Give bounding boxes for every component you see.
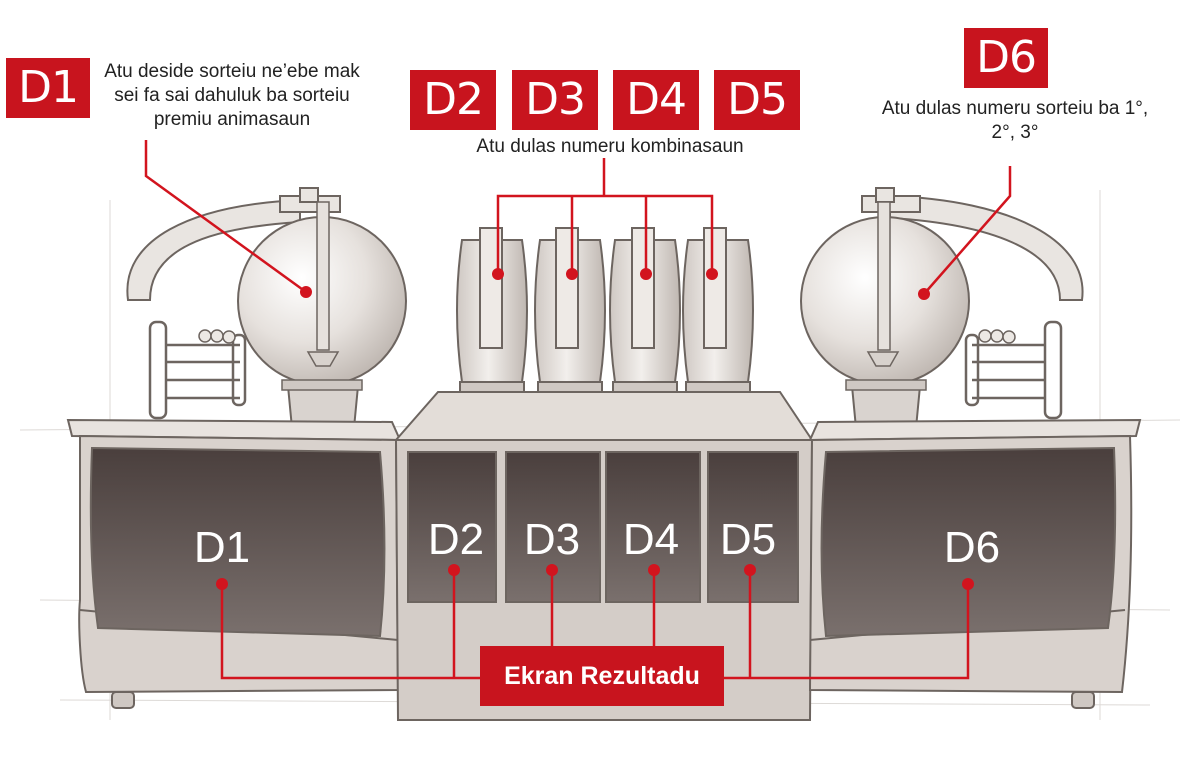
right-globe (800, 201, 970, 429)
tag-d1: D1 (6, 58, 90, 118)
cylinder-d3 (534, 227, 606, 395)
result-screen-label: Ekran Rezultadu (480, 646, 724, 706)
screen-label-d1: D1 (193, 523, 251, 572)
left-rack (148, 320, 247, 420)
caption-middle: Atu dulas numeru kombinasaun (476, 136, 744, 157)
screen-label-d4: D4 (622, 515, 680, 564)
leader-lines (144, 140, 1012, 680)
screen-d5 (707, 451, 799, 603)
screen-label-d6: D6 (943, 523, 1001, 572)
number-cylinders (456, 227, 754, 395)
screens (89, 446, 1117, 638)
tag-d6: D6 (964, 28, 1048, 88)
screen-label-d3: D3 (523, 515, 581, 564)
screen-d2 (407, 451, 497, 603)
screen-label-d5: D5 (719, 515, 777, 564)
right-rack (964, 320, 1063, 420)
caption-d1: Atu deside sorteiu ne’ebe mak sei fa sai… (104, 61, 360, 130)
caption-d6: Atu dulas numeru sorteiu ba 1°, 2°, 3° (881, 98, 1149, 143)
screen-label-d2: D2 (427, 515, 485, 564)
leader-dots (216, 268, 974, 590)
right-arm (861, 187, 1084, 301)
tag-d5: D5 (714, 70, 800, 130)
screen-d6 (820, 446, 1117, 638)
cylinder-d5 (682, 227, 754, 395)
screen-d1 (89, 446, 386, 638)
tag-d3: D3 (512, 70, 598, 130)
left-globe (237, 201, 407, 429)
tag-d4: D4 (613, 70, 699, 130)
tag-d2: D2 (410, 70, 496, 130)
cylinder-d2 (456, 227, 528, 395)
